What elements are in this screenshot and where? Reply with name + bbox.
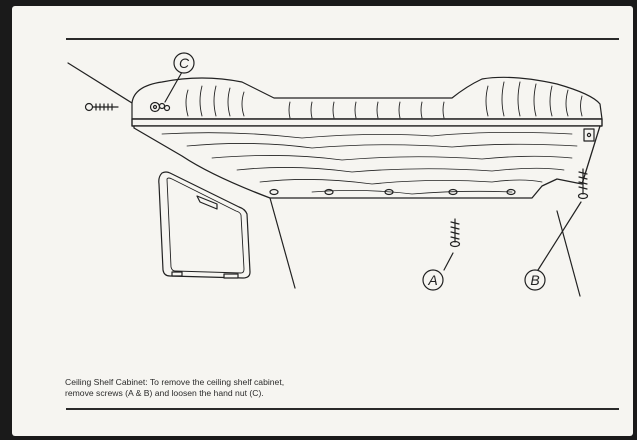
wall-line-left — [67, 62, 133, 104]
callout-a-circle — [422, 269, 444, 291]
leader-a — [443, 252, 454, 271]
cabinet-underside-panel — [133, 125, 601, 199]
wall-line-right — [556, 210, 581, 297]
screw-b — [577, 168, 589, 200]
top-rule — [66, 38, 619, 40]
callout-c-circle — [173, 52, 195, 74]
caption-line-1: Ceiling Shelf Cabinet: To remove the cei… — [65, 377, 285, 387]
caption-line-2: remove screws (A & B) and loosen the han… — [65, 388, 264, 398]
screw-a — [449, 218, 461, 248]
leader-b — [537, 201, 582, 271]
leader-c — [164, 71, 183, 103]
ceiling-shelf-cabinet-illustration: C A B — [67, 52, 603, 297]
bottom-rule — [66, 408, 619, 410]
door-hinge-left — [171, 271, 183, 277]
side-door-panel — [158, 171, 251, 279]
callout-b-circle — [524, 269, 546, 291]
manual-page: C A B Ceiling Shelf Cabinet: To remove t… — [12, 6, 633, 436]
cabinet-top-cushion — [131, 76, 603, 120]
callout-a-label: A — [427, 272, 437, 288]
door-handle — [196, 195, 218, 210]
side-door-inner-frame — [166, 177, 245, 274]
wall-line-center — [269, 197, 296, 289]
loose-screw-left — [84, 102, 119, 112]
screw-holes — [269, 188, 516, 196]
callout-c-label: C — [179, 55, 190, 71]
cushion-folds — [185, 81, 583, 119]
callout-b-label: B — [530, 272, 539, 288]
figure-caption: Ceiling Shelf Cabinet: To remove the cei… — [65, 377, 485, 399]
hand-nut-c — [149, 101, 171, 113]
wood-grain — [161, 132, 578, 195]
cabinet-front-rim — [131, 118, 603, 127]
corner-bracket — [583, 128, 595, 142]
door-hinge-right — [223, 273, 239, 279]
